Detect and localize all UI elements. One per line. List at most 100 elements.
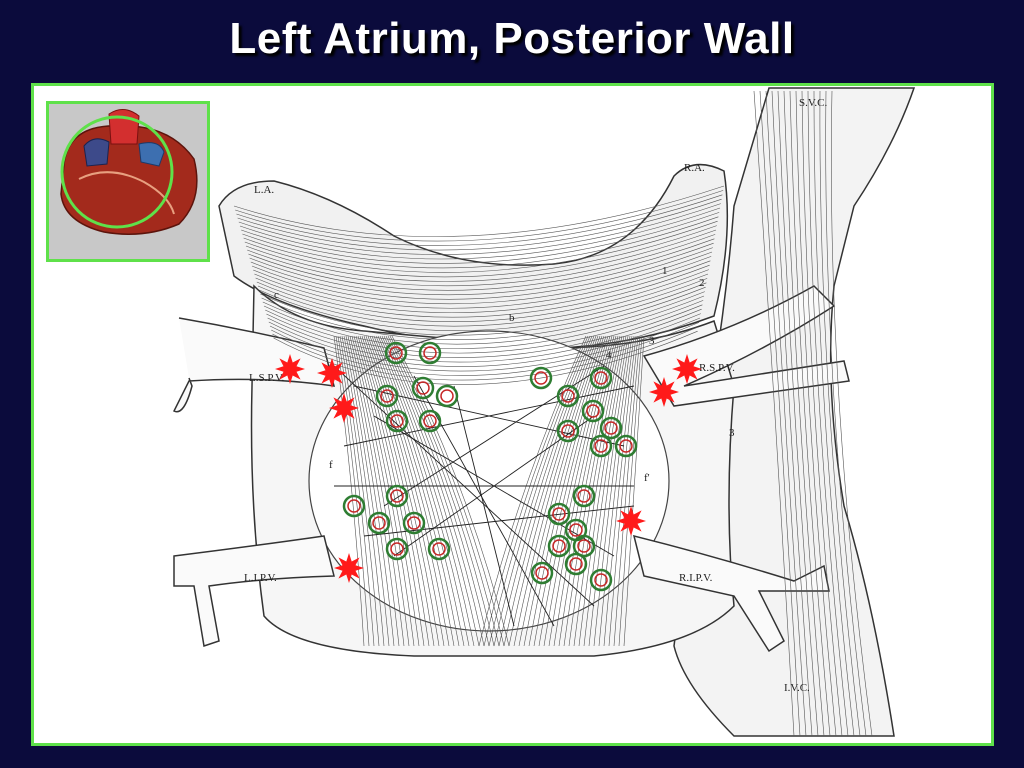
circle-marker <box>572 534 596 558</box>
fiber-line <box>558 335 619 647</box>
circle-marker <box>385 484 409 508</box>
fiber-line <box>807 90 849 737</box>
label-ra: R.A. <box>684 162 705 174</box>
circle-marker <box>342 494 366 518</box>
label-lspv: L.S.P.V. <box>249 372 285 384</box>
circle-marker-inner <box>347 499 361 513</box>
circle-marker <box>418 341 442 365</box>
fiber-line <box>801 90 843 737</box>
fiber-line <box>618 335 643 647</box>
fiber-line <box>478 335 587 647</box>
circle-marker <box>572 484 596 508</box>
lipv-vein <box>173 535 335 647</box>
label-rspv: R.S.P.V. <box>699 362 735 374</box>
posterior-wall <box>308 330 670 632</box>
label-c: c <box>274 289 279 301</box>
fiber-line <box>235 190 724 242</box>
fiber-line <box>813 90 855 737</box>
fiber-line <box>598 335 635 647</box>
fiber-line <box>357 335 425 647</box>
fiber-line <box>259 278 708 331</box>
fiber-line <box>341 335 385 647</box>
circle-marker-inner <box>561 389 575 403</box>
circle-marker-inner <box>390 489 404 503</box>
circle-marker <box>599 416 623 440</box>
circle-marker-inner <box>594 573 608 587</box>
circle-marker-inner <box>561 424 575 438</box>
fiber-line <box>777 90 819 737</box>
circle-marker-inner <box>423 346 437 360</box>
label-1: 1 <box>662 265 668 277</box>
fiber-line <box>345 335 395 647</box>
circle-marker-inner <box>577 539 591 553</box>
fiber-line <box>583 335 629 647</box>
fiber-line <box>363 335 440 647</box>
fiber-line <box>528 335 607 647</box>
fiber-line <box>389 335 505 647</box>
fiber-line <box>373 335 465 647</box>
circle-marker-inner <box>432 542 446 556</box>
slide-title: Left Atrium, Posterior Wall <box>229 14 795 63</box>
fiber-line <box>573 335 625 647</box>
fiber-line <box>383 335 490 647</box>
fiber-line <box>355 335 420 647</box>
circle-marker <box>547 502 571 526</box>
anatomy-diagram: S.V.C. R.A. L.A. L.S.P.V. R.S.P.V. L.I.P… <box>31 83 994 746</box>
fiber-line <box>518 335 603 647</box>
fiber-line <box>795 90 837 737</box>
fiber-line <box>244 225 717 278</box>
fiber-line <box>273 330 698 385</box>
fiber-line <box>543 335 613 647</box>
crossing-fiber <box>413 375 555 627</box>
circle-marker <box>427 537 451 561</box>
fiber-line <box>271 322 700 376</box>
circle-marker <box>589 366 613 390</box>
circle-marker-inner <box>390 414 404 428</box>
fiber-line <box>359 335 430 647</box>
circle-marker <box>581 399 605 423</box>
fiber-line <box>267 308 702 363</box>
fiber-line <box>367 335 450 647</box>
label-f-right: f' <box>644 472 650 484</box>
label-3b: 3 <box>729 427 735 439</box>
label-2: 2 <box>699 277 705 289</box>
fiber-line <box>483 335 589 647</box>
fiber-line <box>269 317 701 372</box>
circle-marker-inner <box>535 566 549 580</box>
fiber-line <box>255 264 710 318</box>
fiber-line <box>608 335 639 647</box>
label-ripv: R.I.P.V. <box>679 572 713 584</box>
fiber-line <box>379 335 480 647</box>
fiber-line <box>243 220 718 273</box>
ripv-vein <box>632 534 830 653</box>
fiber-line <box>265 300 704 354</box>
circle-marker-inner <box>534 371 548 385</box>
circle-marker-inner <box>440 389 454 403</box>
fiber-line <box>237 198 722 251</box>
label-f-left: f <box>329 459 333 471</box>
circle-marker-inner <box>552 539 566 553</box>
fiber-line <box>568 335 623 647</box>
star-marker <box>649 377 679 407</box>
fiber-line <box>335 335 370 647</box>
fiber-line <box>369 335 455 647</box>
circle-marker <box>411 376 435 400</box>
fiber-line <box>257 273 709 327</box>
circle-marker <box>402 511 426 535</box>
circle-marker <box>435 384 459 408</box>
fiber-line <box>789 90 831 737</box>
fiber-line <box>245 229 717 282</box>
fiber-line <box>387 335 500 647</box>
fiber-line <box>266 304 703 358</box>
circle-marker-inner <box>390 542 404 556</box>
fiber-line <box>254 260 711 314</box>
fiber-line <box>238 203 721 255</box>
circle-marker <box>418 409 442 433</box>
circle-marker-inner <box>586 404 600 418</box>
fiber-line <box>488 335 591 647</box>
fiber-line <box>538 335 611 647</box>
label-4: 4 <box>606 349 612 361</box>
fiber-line <box>343 335 390 647</box>
circle-marker <box>367 511 391 535</box>
ablation-markers <box>275 341 702 592</box>
